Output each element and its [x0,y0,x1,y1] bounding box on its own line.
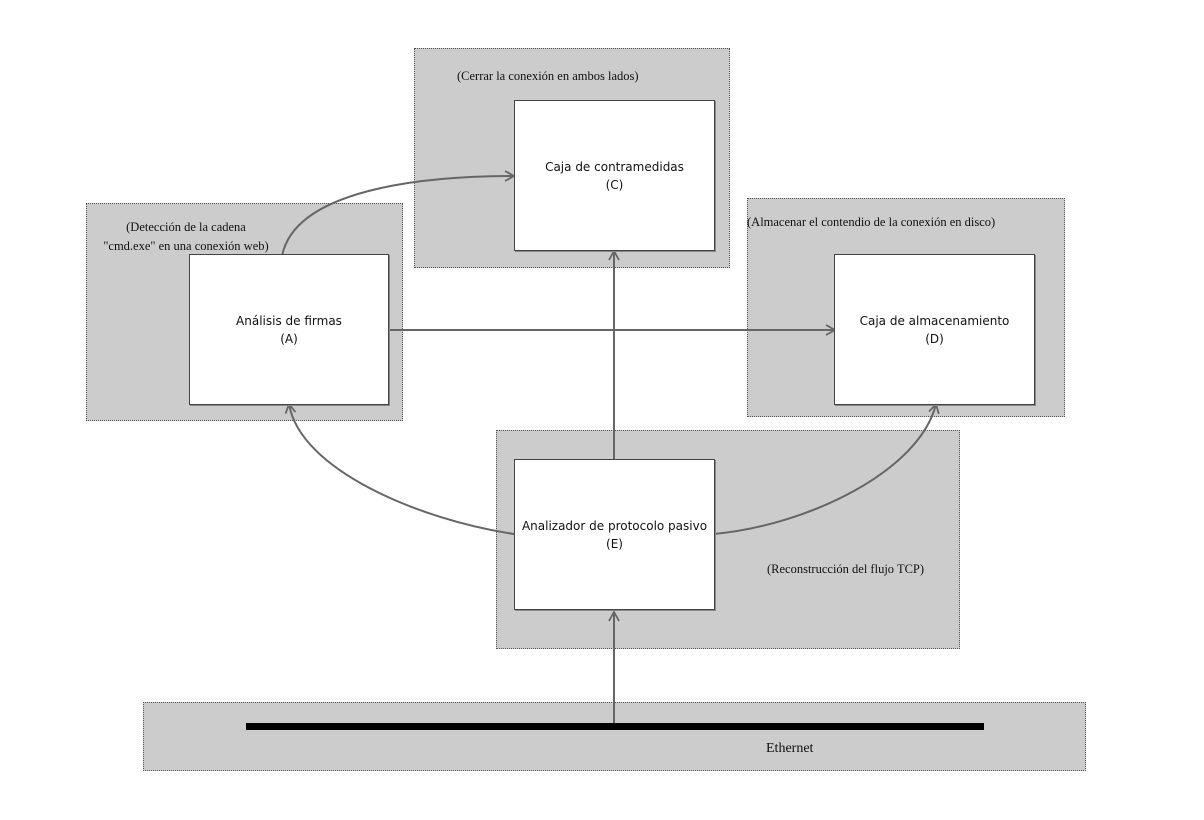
note-storage: (Almacenar el contendio de la conexión e… [747,215,996,229]
box-signature-analysis-title: Análisis de firmas [236,313,342,328]
ethernet-label: Ethernet [766,741,814,756]
arrow-a-to-c [281,170,516,257]
box-protocol-analyzer-letter: (E) [606,536,623,551]
ethernet-bus-line [246,723,984,730]
box-storage-letter: (D) [925,331,944,346]
note-signature-analysis-line2: "cmd.exe" en una conexión web) [103,239,269,253]
box-signature-analysis: Análisis de firmas (A) [189,254,389,405]
arrow-e-to-d [713,402,940,535]
box-countermeasures: Caja de contramedidas (C) [514,100,715,251]
note-signature-analysis-line1: (Detección de la cadena [126,220,246,234]
note-countermeasures: (Cerrar la conexión en ambos lados) [457,69,639,83]
box-storage: Caja de almacenamiento (D) [834,254,1035,405]
box-storage-title: Caja de almacenamiento [859,313,1010,328]
note-signature-analysis: (Detección de la cadena "cmd.exe" en una… [96,218,276,256]
box-protocol-analyzer: Analizador de protocolo pasivo (E) [514,459,715,610]
box-countermeasures-letter: (C) [605,177,624,192]
arrow-e-to-a [284,402,515,535]
box-countermeasures-title: Caja de contramedidas [545,159,684,174]
box-signature-analysis-letter: (A) [280,331,298,346]
note-protocol-analyzer: (Reconstrucción del flujo TCP) [767,562,925,576]
box-protocol-analyzer-title: Analizador de protocolo pasivo [521,518,708,533]
